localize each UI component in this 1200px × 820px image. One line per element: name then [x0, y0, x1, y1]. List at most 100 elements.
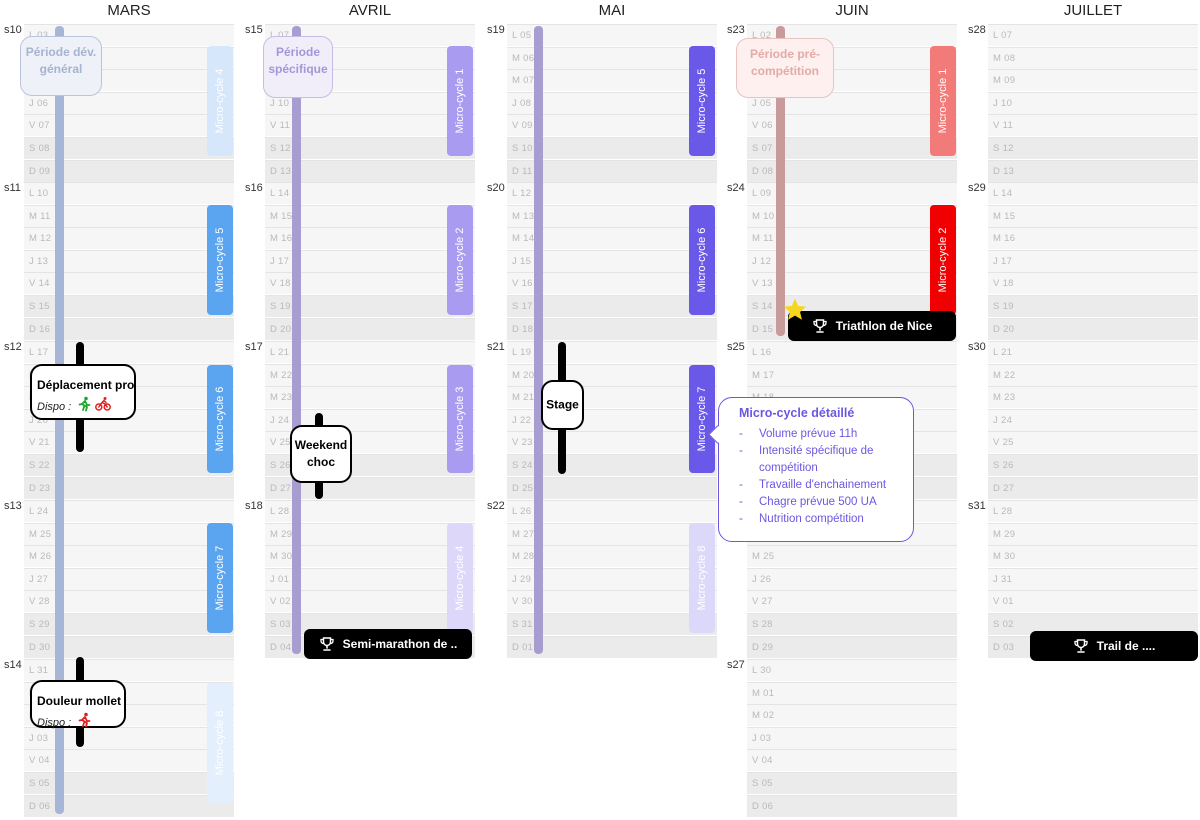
day-cell[interactable]: J 08 [507, 91, 717, 114]
day-cell[interactable]: M 29 [988, 522, 1198, 545]
day-cell[interactable]: D 11 [507, 159, 717, 182]
day-cell[interactable]: S 07 [747, 137, 957, 159]
micro-cycle-bar[interactable]: Micro-cycle 4 [447, 523, 473, 633]
day-cell[interactable]: V 09 [507, 114, 717, 137]
day-cell[interactable]: S 26 [988, 454, 1198, 476]
day-cell[interactable]: D 01 [507, 635, 717, 658]
event-bubble[interactable]: Weekend choc [290, 425, 352, 483]
day-cell[interactable]: V 28 [24, 590, 234, 613]
micro-cycle-bar[interactable]: Micro-cycle 4 [207, 46, 233, 156]
day-cell[interactable]: M 28 [507, 545, 717, 568]
phase-label-bubble[interactable]: Période spécifique [263, 36, 333, 98]
day-cell[interactable]: D 13 [988, 159, 1198, 182]
day-cell[interactable]: L 10 [24, 182, 234, 204]
day-cell[interactable]: M 02 [747, 704, 957, 727]
day-cell[interactable]: V 30 [507, 590, 717, 613]
micro-cycle-bar[interactable]: Micro-cycle 6 [689, 205, 715, 315]
day-cell[interactable]: L 12 [507, 182, 717, 204]
day-cell[interactable]: S 12 [265, 137, 475, 159]
day-cell[interactable]: S 31 [507, 613, 717, 635]
day-cell[interactable]: M 13 [507, 204, 717, 227]
day-cell[interactable]: M 12 [24, 227, 234, 250]
day-cell[interactable]: M 11 [747, 227, 957, 250]
day-cell[interactable]: M 07 [507, 69, 717, 92]
day-cell[interactable]: J 13 [24, 249, 234, 272]
day-cell[interactable]: L 30 [747, 659, 957, 681]
day-cell[interactable]: V 06 [747, 114, 957, 137]
day-cell[interactable]: J 03 [747, 726, 957, 749]
day-cell[interactable]: L 24 [24, 500, 234, 522]
race-badge[interactable]: Trail de .... [1030, 631, 1198, 661]
day-cell[interactable]: V 04 [24, 749, 234, 772]
day-cell[interactable]: M 26 [24, 545, 234, 568]
day-cell[interactable]: V 04 [747, 749, 957, 772]
micro-cycle-bar[interactable]: Micro-cycle 7 [207, 523, 233, 633]
day-cell[interactable]: D 06 [747, 794, 957, 817]
day-cell[interactable]: V 27 [747, 590, 957, 613]
day-cell[interactable]: J 26 [747, 567, 957, 590]
micro-cycle-bar[interactable]: Micro-cycle 7 [689, 365, 715, 473]
day-cell[interactable]: L 21 [265, 341, 475, 363]
day-cell[interactable]: L 28 [265, 500, 475, 522]
day-cell[interactable]: J 01 [265, 567, 475, 590]
day-cell[interactable]: L 21 [988, 341, 1198, 363]
day-cell[interactable]: M 25 [747, 545, 957, 568]
day-cell[interactable]: D 20 [265, 317, 475, 340]
phase-label-bubble[interactable]: Période dév. général [20, 36, 102, 96]
day-cell[interactable]: M 23 [265, 386, 475, 409]
micro-cycle-bar[interactable]: Micro-cycle 1 [930, 46, 956, 156]
day-cell[interactable]: M 30 [988, 545, 1198, 568]
day-cell[interactable]: D 25 [507, 476, 717, 499]
phase-label-bubble[interactable]: Période pré-compétition [736, 38, 834, 98]
day-cell[interactable]: J 10 [988, 91, 1198, 114]
day-cell[interactable]: V 07 [24, 114, 234, 137]
day-cell[interactable]: M 27 [507, 522, 717, 545]
day-cell[interactable]: M 01 [747, 681, 957, 704]
day-cell[interactable]: M 06 [507, 46, 717, 69]
day-cell[interactable]: V 13 [747, 272, 957, 295]
day-cell[interactable]: D 29 [747, 635, 957, 658]
day-cell[interactable]: D 23 [24, 476, 234, 499]
day-cell[interactable]: V 16 [507, 272, 717, 295]
day-cell[interactable]: D 06 [24, 794, 234, 817]
day-cell[interactable]: L 14 [265, 182, 475, 204]
day-cell[interactable]: J 27 [24, 567, 234, 590]
day-cell[interactable]: M 08 [988, 46, 1198, 69]
day-cell[interactable]: S 10 [507, 137, 717, 159]
day-cell[interactable]: M 09 [988, 69, 1198, 92]
event-bubble[interactable]: Stage [541, 380, 584, 430]
day-cell[interactable]: J 31 [988, 567, 1198, 590]
day-cell[interactable]: S 12 [988, 137, 1198, 159]
day-cell[interactable]: S 15 [24, 295, 234, 317]
day-cell[interactable]: S 19 [265, 295, 475, 317]
day-cell[interactable]: V 18 [265, 272, 475, 295]
day-cell[interactable]: J 24 [988, 408, 1198, 431]
day-cell[interactable]: J 17 [265, 249, 475, 272]
day-cell[interactable]: L 16 [747, 341, 957, 363]
micro-cycle-bar[interactable]: Micro-cycle 2 [930, 205, 956, 315]
day-cell[interactable]: J 12 [747, 249, 957, 272]
day-cell[interactable]: M 22 [265, 363, 475, 386]
day-cell[interactable]: L 07 [988, 24, 1198, 46]
day-cell[interactable]: V 01 [988, 590, 1198, 613]
day-cell[interactable]: S 08 [24, 137, 234, 159]
day-cell[interactable]: M 15 [988, 204, 1198, 227]
micro-cycle-bar[interactable]: Micro-cycle 6 [207, 365, 233, 473]
day-cell[interactable]: L 28 [988, 500, 1198, 522]
day-cell[interactable]: M 17 [747, 363, 957, 386]
day-cell[interactable]: M 30 [265, 545, 475, 568]
day-cell[interactable]: M 15 [265, 204, 475, 227]
day-cell[interactable]: D 18 [507, 317, 717, 340]
day-cell[interactable]: M 16 [988, 227, 1198, 250]
day-cell[interactable]: S 17 [507, 295, 717, 317]
day-cell[interactable]: M 23 [988, 386, 1198, 409]
day-cell[interactable]: D 16 [24, 317, 234, 340]
day-cell[interactable]: M 10 [747, 204, 957, 227]
day-cell[interactable]: D 09 [24, 159, 234, 182]
day-cell[interactable]: S 05 [24, 772, 234, 794]
day-cell[interactable]: J 06 [24, 91, 234, 114]
day-cell[interactable]: V 11 [988, 114, 1198, 137]
day-cell[interactable]: S 22 [24, 454, 234, 476]
